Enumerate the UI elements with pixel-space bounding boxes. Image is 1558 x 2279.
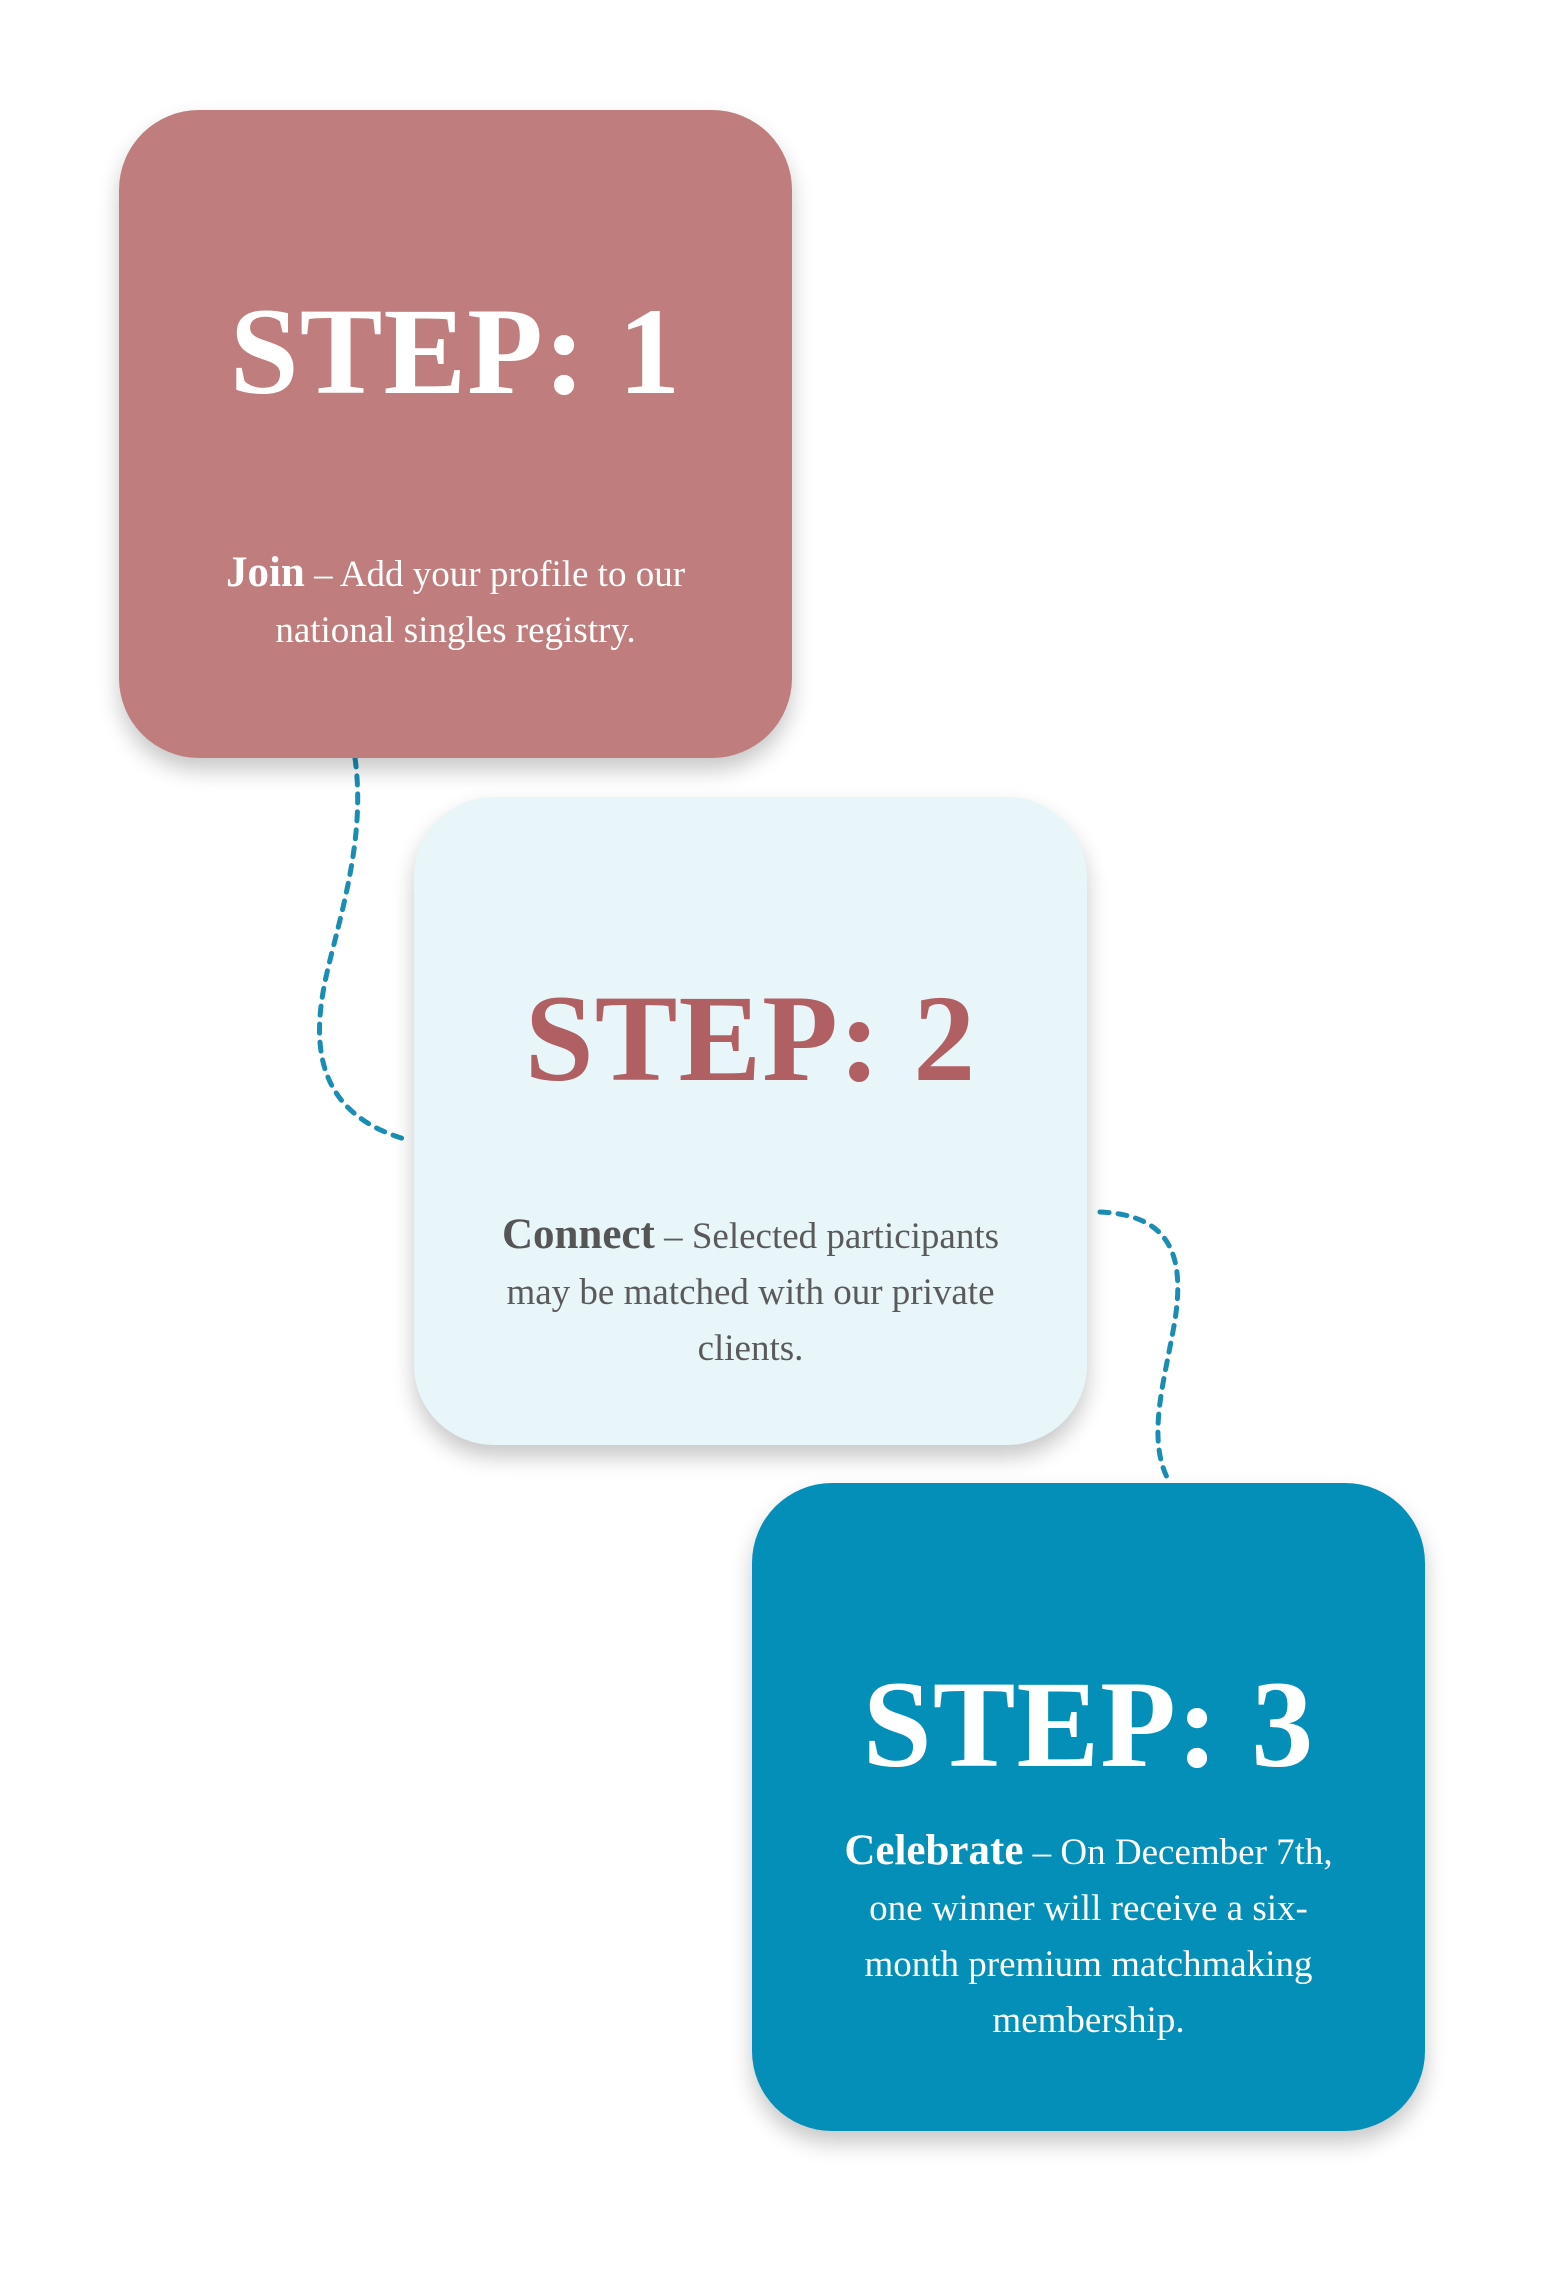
step-3-title: STEP: 3 (862, 1656, 1315, 1793)
step-1-title: STEP: 1 (229, 283, 682, 420)
step-3-card: STEP: 3 Celebrate – On December 7th, one… (752, 1483, 1425, 2131)
step-2-title: STEP: 2 (524, 970, 977, 1107)
step-3-body: Celebrate – On December 7th, one winner … (832, 1823, 1345, 2049)
step-1-body: Join – Add your profile to our national … (169, 545, 742, 659)
connector-step2-to-step3 (1097, 1209, 1181, 1486)
step-1-name: Join (225, 549, 305, 596)
step-2-card: STEP: 2 Connect – Selected participants … (414, 797, 1087, 1445)
step-2-description: – Selected participants may be matched w… (506, 1216, 1000, 1369)
step-2-name: Connect (501, 1211, 655, 1258)
connector-step1-to-step2 (317, 755, 411, 1143)
step-3-description: – On December 7th, one winner will recei… (864, 1832, 1333, 2041)
step-1-description: – Add your profile to our national singl… (275, 554, 686, 651)
step-2-body: Connect – Selected participants may be m… (474, 1207, 1027, 1377)
step-1-card: STEP: 1 Join – Add your profile to our n… (119, 110, 792, 758)
step-3-name: Celebrate (844, 1827, 1024, 1874)
